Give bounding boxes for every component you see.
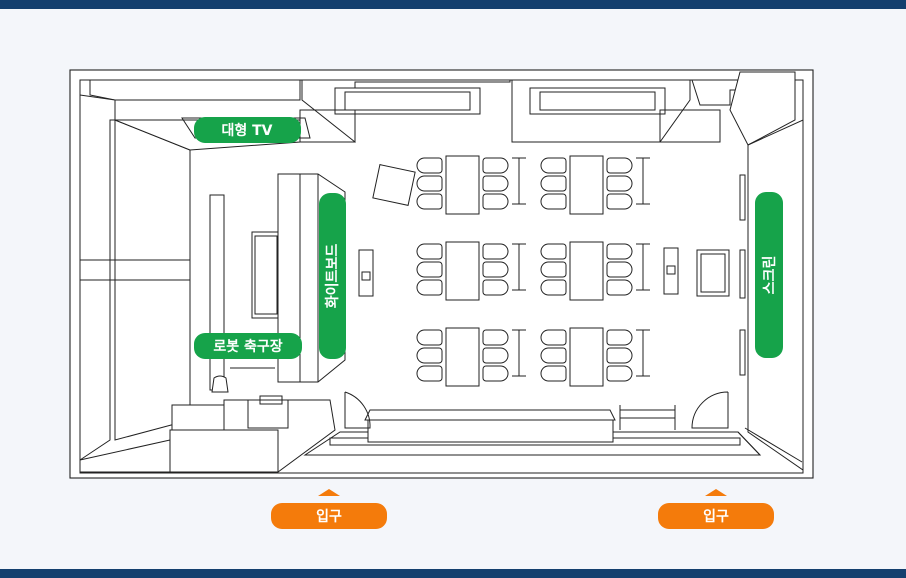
chair	[606, 365, 633, 382]
chair	[540, 279, 567, 296]
chair	[416, 175, 443, 192]
label-robot-soccer: 로봇 축구장	[194, 333, 302, 359]
label-whiteboard-text: 화이트보드	[324, 244, 341, 309]
right-wall	[696, 119, 804, 471]
chair	[416, 157, 443, 174]
chair	[540, 193, 567, 210]
chair	[416, 365, 443, 382]
chair	[606, 175, 633, 192]
chair	[606, 347, 633, 364]
chair	[540, 347, 567, 364]
entrance-right[interactable]: 입구	[658, 503, 774, 529]
chair	[540, 243, 567, 260]
chair	[482, 193, 509, 210]
chair	[540, 175, 567, 192]
triangle-up-icon	[318, 489, 340, 496]
chair	[606, 261, 633, 278]
table	[445, 241, 480, 301]
chair	[482, 347, 509, 364]
chair	[606, 329, 633, 346]
chair	[482, 175, 509, 192]
podiums	[358, 164, 679, 297]
table	[569, 155, 604, 215]
bottom-left-structures	[79, 367, 336, 473]
label-tv: 대형 TV	[194, 117, 301, 143]
entrance-right-text: 입구	[703, 509, 729, 525]
chair	[606, 193, 633, 210]
label-whiteboard: 화이트보드	[319, 193, 346, 359]
chair	[482, 157, 509, 174]
chair	[606, 279, 633, 296]
table	[569, 241, 604, 301]
top-wall-structures	[89, 71, 796, 146]
table-groups	[416, 155, 650, 387]
label-tv-text: 대형 TV	[221, 122, 272, 139]
chair	[606, 157, 633, 174]
chair	[416, 193, 443, 210]
chair	[482, 329, 509, 346]
chair	[482, 279, 509, 296]
table	[445, 327, 480, 387]
chair	[482, 243, 509, 260]
chair	[606, 243, 633, 260]
bottom-wall-structures	[303, 391, 803, 463]
chair	[482, 261, 509, 278]
entrance-left-text: 입구	[316, 509, 342, 525]
chair	[416, 261, 443, 278]
chair	[540, 157, 567, 174]
bottom-bar	[0, 569, 906, 578]
chair	[540, 365, 567, 382]
top-bar	[0, 0, 906, 9]
table	[445, 155, 480, 215]
chair	[540, 261, 567, 278]
chair	[416, 347, 443, 364]
chair	[416, 243, 443, 260]
chair	[416, 329, 443, 346]
chair	[482, 365, 509, 382]
triangle-up-icon	[705, 489, 727, 496]
label-screen-text: 스크린	[761, 256, 778, 295]
chair	[540, 329, 567, 346]
chair	[416, 279, 443, 296]
label-screen: 스크린	[755, 192, 783, 358]
label-robot-soccer-text: 로봇 축구장	[213, 338, 282, 355]
entrance-left[interactable]: 입구	[271, 503, 387, 529]
table	[569, 327, 604, 387]
